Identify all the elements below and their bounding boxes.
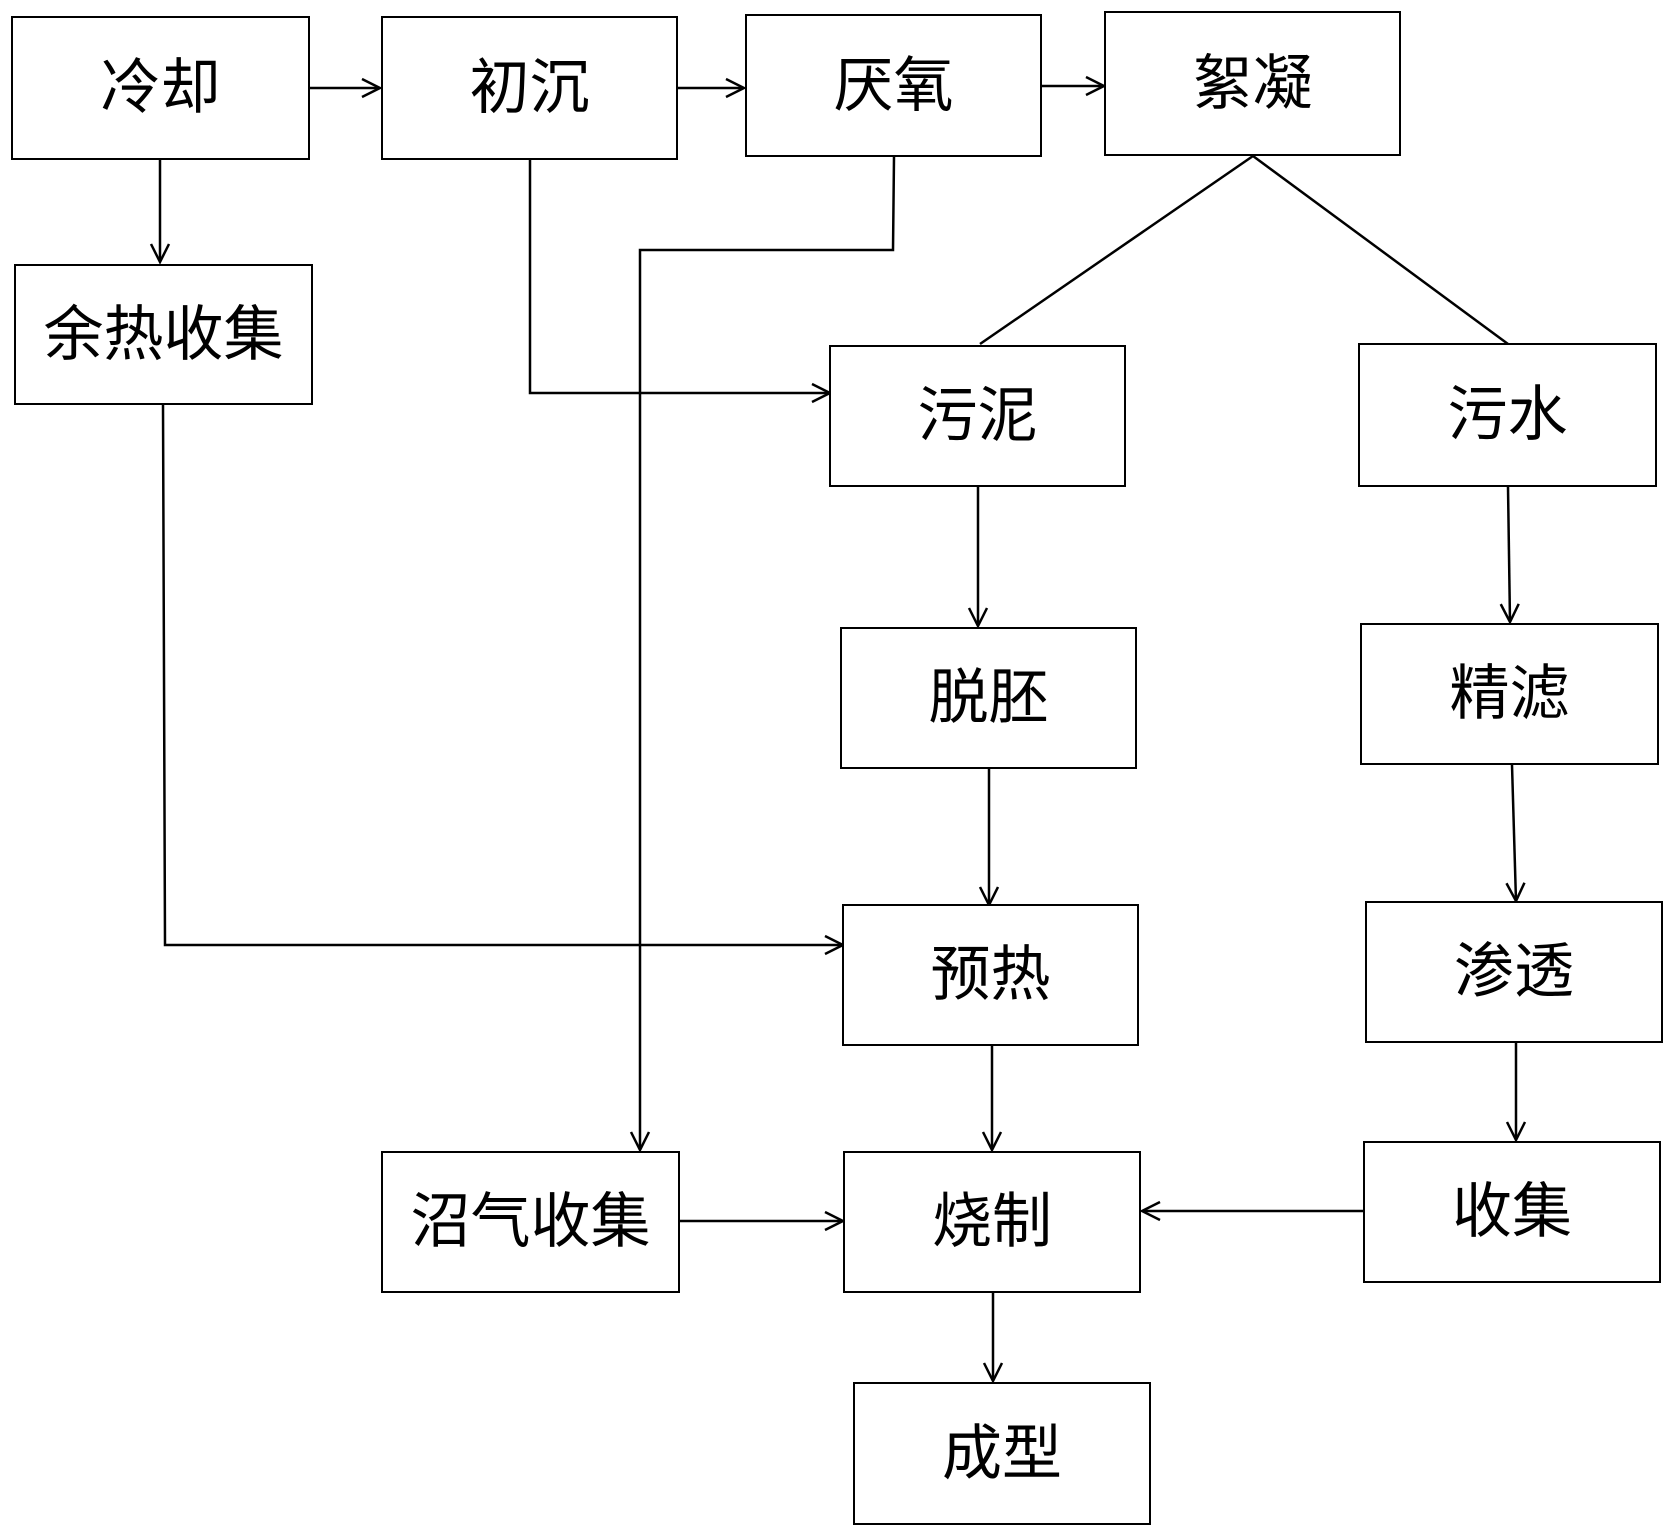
node-primary-settling: 初沉	[381, 16, 678, 160]
node-flocculation: 絮凝	[1104, 11, 1401, 156]
node-cooling: 冷却	[11, 16, 310, 160]
node-waste-heat-collection: 余热收集	[14, 264, 313, 405]
node-firing: 烧制	[843, 1151, 1141, 1293]
edge-flocculation-to-sludge	[979, 154, 1254, 346]
node-forming: 成型	[853, 1382, 1151, 1525]
edge-primary-settling-to-sludge	[528, 160, 830, 393]
edge-waste-heat-to-preheating	[161, 404, 843, 945]
node-dewatering: 脱胚	[840, 627, 1137, 769]
node-wastewater: 污水	[1358, 343, 1657, 487]
node-biogas-collection: 沼气收集	[381, 1151, 680, 1293]
node-osmosis: 渗透	[1365, 901, 1663, 1043]
node-collection: 收集	[1363, 1141, 1661, 1283]
node-sludge: 污泥	[829, 345, 1126, 487]
node-anaerobic: 厌氧	[745, 14, 1042, 157]
edge-anaerobic-to-biogas	[640, 156, 896, 1150]
edge-fine-filtration-to-osmosis	[1512, 764, 1516, 901]
node-preheating: 预热	[842, 904, 1139, 1046]
node-fine-filtration: 精滤	[1360, 623, 1659, 765]
edge-flocculation-to-wastewater	[1252, 154, 1509, 346]
edge-wastewater-to-fine-filtration	[1508, 486, 1510, 622]
